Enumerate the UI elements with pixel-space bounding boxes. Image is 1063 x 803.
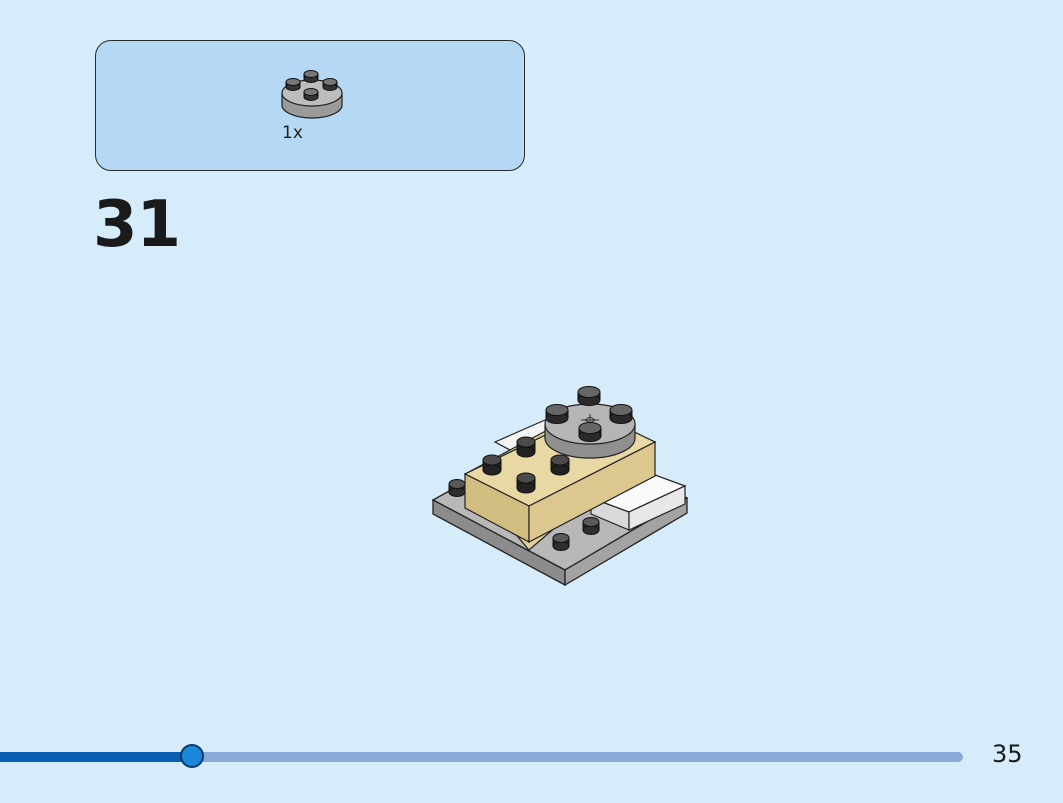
page-number: 35 — [992, 740, 1023, 768]
parts-callout: 1x — [95, 40, 525, 171]
lego-build-assembly-icon — [431, 386, 689, 587]
progress-fill — [0, 752, 191, 762]
progress-knob[interactable] — [180, 744, 204, 768]
progress-track — [0, 744, 963, 768]
round-plate-2x2-gray-icon — [281, 70, 343, 119]
part-quantity: 1x — [282, 123, 303, 143]
step-number: 31 — [93, 188, 181, 262]
